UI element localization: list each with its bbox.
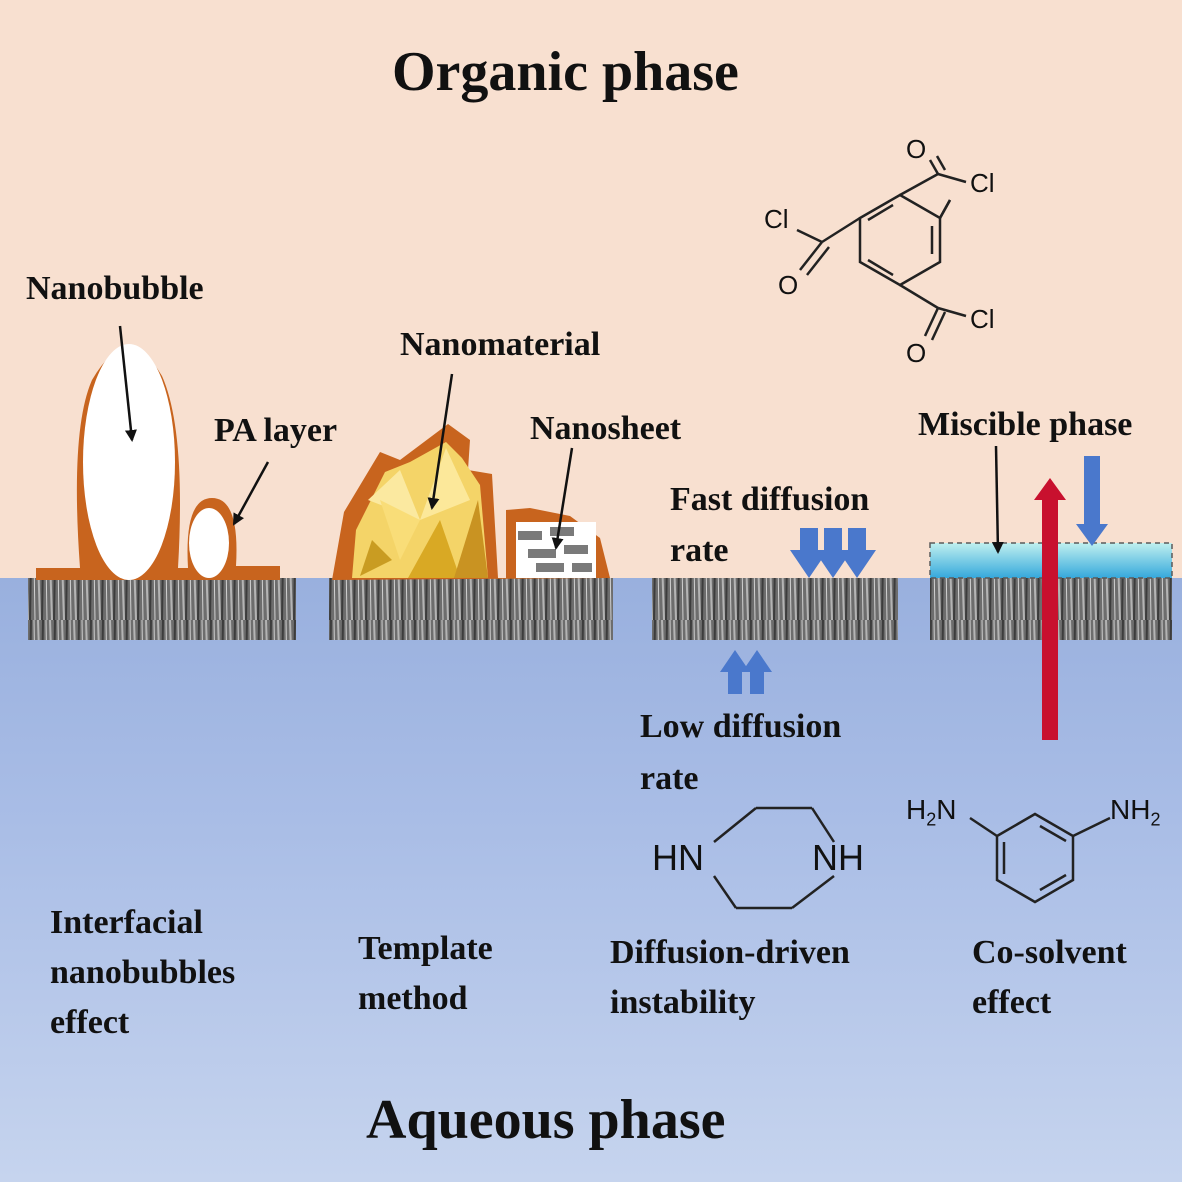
mpd-sub-right: 2 (1150, 809, 1161, 830)
tmc-oxygen-left: O (778, 270, 799, 300)
aqueous-phase-region (0, 578, 1182, 1182)
fast-diffusion-label-line2: rate (670, 532, 729, 569)
mechanism-1-line3: effect (50, 1004, 130, 1041)
fast-diffusion-label-line1: Fast diffusion (670, 481, 870, 518)
trimesoyl-chloride-structure (858, 193, 952, 287)
organic-phase-region (0, 0, 1182, 578)
tmc-chlorine-bottom: Cl (970, 304, 995, 334)
nanobubble-label: Nanobubble (26, 270, 204, 307)
mechanism-2-line2: method (358, 980, 468, 1017)
tmc-chlorine-top: Cl (970, 168, 995, 198)
substrate-3 (652, 578, 898, 640)
nanobubble-structure (36, 325, 280, 580)
miscible-blue-arrow (1076, 456, 1108, 546)
low-diffusion-arrows (720, 650, 772, 694)
mechanism-4-line2: effect (972, 984, 1052, 1021)
miscible-phase-label: Miscible phase (918, 406, 1133, 443)
pa-layer-label: PA layer (214, 412, 338, 449)
mpd-n: N (936, 794, 957, 825)
fast-diffusion-arrows (790, 528, 876, 578)
tmc-oxygen-bottom: O (906, 338, 927, 368)
mechanism-4-line1: Co-solvent (972, 934, 1127, 971)
piperazine-hn: HN (652, 837, 704, 878)
aqueous-phase-title: Aqueous phase (366, 1089, 726, 1151)
nanosheet-label: Nanosheet (530, 410, 682, 447)
co-solvent-red-arrow (1034, 478, 1066, 740)
low-diffusion-label-line2: rate (640, 760, 699, 797)
mpd-nh: NH (1110, 794, 1151, 825)
piperazine-structure (712, 806, 836, 910)
trimesoyl-chloride-bonds (796, 155, 967, 341)
substrate-2 (329, 578, 613, 640)
substrate-1 (28, 578, 296, 640)
mpd-h2n: H2N (906, 796, 956, 829)
tmc-oxygen-top: O (906, 134, 927, 164)
mechanism-3-line2: instability (610, 984, 756, 1021)
mpd-sub-left: 2 (926, 809, 937, 830)
mechanism-1-line2: nanobubbles (50, 954, 236, 991)
tmc-chlorine-left: Cl (764, 204, 789, 234)
low-diffusion-label-line1: Low diffusion (640, 708, 842, 745)
mechanism-1-line1: Interfacial (50, 904, 203, 941)
mpd-h: H (906, 794, 927, 825)
mechanism-2-line1: Template (358, 930, 493, 967)
mpd-nh2: NH2 (1110, 796, 1160, 829)
organic-phase-title: Organic phase (392, 41, 739, 103)
nanomaterial-label: Nanomaterial (400, 326, 601, 363)
nanomaterial-structure (332, 373, 610, 580)
mechanism-3-line1: Diffusion-driven (610, 934, 850, 971)
piperazine-nh: NH (812, 837, 864, 878)
phenylenediamine-structure (969, 812, 1111, 904)
